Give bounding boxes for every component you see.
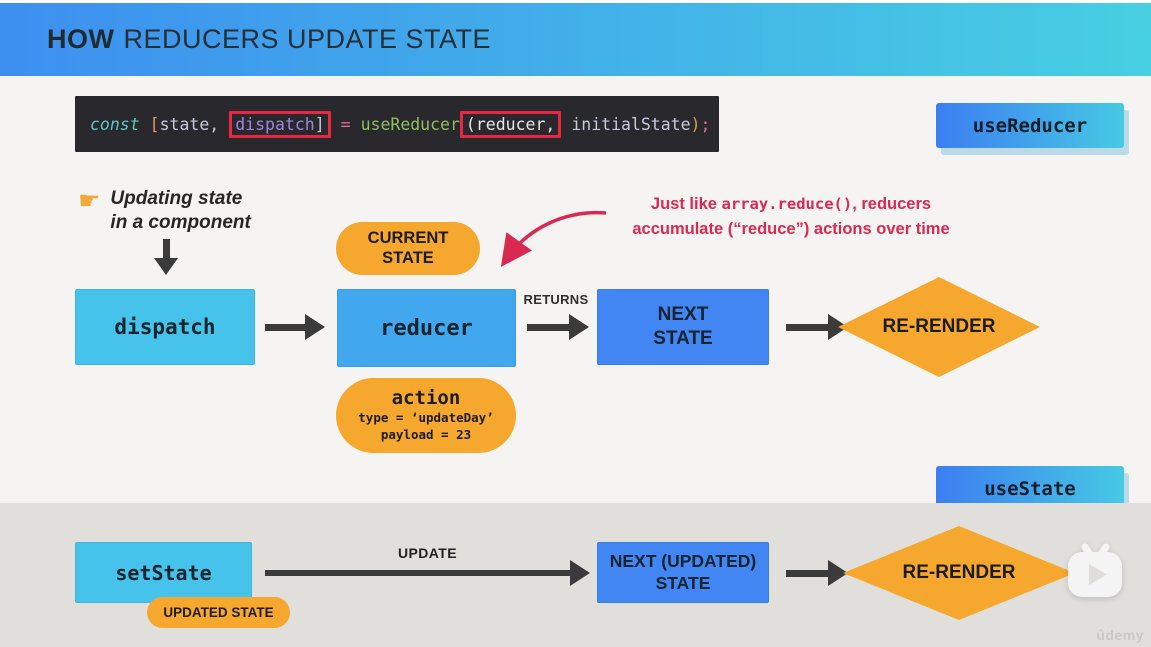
arrow-head bbox=[305, 314, 325, 340]
arrow-head bbox=[570, 560, 590, 586]
code-line: const [ state, dispatch ] = useReducer (… bbox=[90, 110, 711, 138]
arrow-shaft bbox=[162, 239, 170, 258]
udemy-watermark: ûdemy bbox=[1096, 627, 1144, 643]
page-title-rest: REDUCERS UPDATE STATE bbox=[123, 24, 492, 54]
set-state-box: setState bbox=[75, 542, 252, 603]
side-note: Updating state in a component bbox=[78, 187, 250, 235]
update-label: UPDATE bbox=[398, 545, 457, 561]
slide-header: HOW REDUCERS UPDATE STATE bbox=[0, 3, 1151, 76]
page-title: HOW REDUCERS UPDATE STATE bbox=[47, 24, 491, 55]
side-note-line1: Updating state bbox=[110, 188, 243, 209]
code-token-const: const bbox=[90, 114, 140, 134]
next-updated-line2: STATE bbox=[655, 572, 711, 593]
reduce-annotation: Just like array.reduce(), reducers accum… bbox=[600, 192, 982, 242]
highlight-box-reducer: (reducer, bbox=[459, 110, 562, 138]
action-title: action bbox=[391, 387, 461, 410]
arrow-head bbox=[154, 258, 178, 275]
top-strip bbox=[0, 0, 1151, 3]
next-state-line2: STATE bbox=[653, 328, 713, 349]
arrow-head bbox=[569, 314, 589, 340]
current-state-line1: CURRENT bbox=[367, 228, 449, 247]
action-pill: action type = ‘updateDay’ payload = 23 bbox=[336, 378, 516, 453]
highlight-box-dispatch: dispatch ] bbox=[229, 110, 331, 138]
current-state-pill: CURRENT STATE bbox=[336, 222, 480, 275]
code-token-reducer: (reducer, bbox=[465, 114, 556, 134]
annotation-line2: accumulate (“reduce”) actions over time bbox=[600, 217, 982, 242]
down-arrow bbox=[154, 239, 178, 275]
flow-arrow bbox=[786, 560, 848, 586]
code-token-state: state, bbox=[159, 114, 220, 134]
arrow-shaft bbox=[265, 570, 570, 576]
arrow-shaft bbox=[786, 323, 828, 331]
next-state-box: NEXT STATE bbox=[597, 289, 769, 365]
code-token-dispatch: dispatch bbox=[235, 114, 315, 134]
code-token-usereducer: useReducer bbox=[360, 114, 460, 134]
video-player-icon[interactable] bbox=[1064, 538, 1126, 602]
arrow-head bbox=[828, 560, 848, 586]
code-token-paren-close: ) bbox=[690, 114, 701, 134]
use-reducer-badge: useReducer bbox=[936, 103, 1124, 148]
code-token-semicolon: ; bbox=[700, 114, 711, 134]
side-note-line2: in a component bbox=[110, 211, 251, 233]
code-token-bracket-close: ] bbox=[314, 114, 325, 134]
action-payload: payload = 23 bbox=[380, 427, 472, 442]
code-token-initialstate: initialState bbox=[571, 114, 691, 134]
flow-arrow bbox=[265, 314, 325, 340]
code-token-equals: = bbox=[340, 114, 351, 134]
annotation-line1: Just like array.reduce(), reducers bbox=[600, 192, 982, 217]
annotation-regular: accumulate (“reduce”) bbox=[632, 219, 814, 238]
flow-arrow bbox=[527, 314, 589, 340]
pointing-finger-icon bbox=[78, 189, 100, 214]
update-arrow bbox=[265, 560, 590, 586]
arrow-shaft bbox=[265, 323, 305, 331]
annotation-bold: actions over time bbox=[813, 219, 950, 238]
curved-arrow-icon bbox=[500, 210, 607, 267]
action-type: type = ‘updateDay’ bbox=[358, 410, 494, 426]
code-snippet: const [ state, dispatch ] = useReducer (… bbox=[75, 96, 719, 152]
reducer-box: reducer bbox=[337, 289, 516, 367]
next-updated-line1: NEXT (UPDATED) bbox=[609, 550, 757, 571]
arrow-shaft bbox=[786, 569, 828, 577]
returns-label: RETURNS bbox=[523, 292, 589, 307]
arrow-shaft bbox=[527, 323, 569, 331]
annotation-mid: , reducers bbox=[852, 195, 932, 213]
code-token-bracket-open: [ bbox=[149, 114, 160, 134]
side-note-text: Updating state in a component bbox=[110, 187, 250, 235]
re-render-diamond: RE-RENDER bbox=[838, 277, 1040, 377]
current-state-line2: STATE bbox=[382, 248, 434, 267]
dispatch-box: dispatch bbox=[75, 289, 255, 365]
next-updated-state-box: NEXT (UPDATED) STATE bbox=[597, 542, 769, 603]
page-title-bold: HOW bbox=[47, 24, 115, 54]
annotation-code: array.reduce() bbox=[721, 195, 853, 213]
next-state-line1: NEXT bbox=[657, 304, 709, 326]
annotation-lead: Just like bbox=[650, 195, 722, 213]
updated-state-pill: UPDATED STATE bbox=[147, 597, 290, 628]
